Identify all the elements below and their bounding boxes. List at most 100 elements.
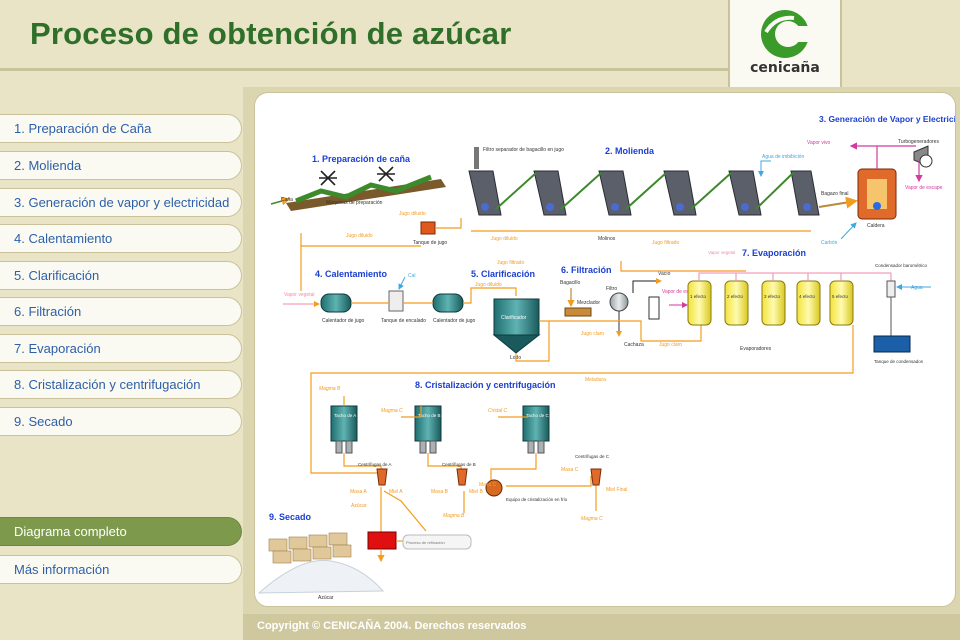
secadora-icon (367, 531, 397, 550)
label-jugo-diluido-top: Jugo diluido (399, 211, 426, 217)
sidebar (0, 88, 250, 640)
label-efecto-1: 1 efecto (690, 294, 707, 299)
label-cachaza: Cachaza (624, 342, 644, 348)
sidebar-item-cristalizacion[interactable]: 8. Cristalización y centrifugación (0, 370, 242, 399)
filtro-drum-icon (609, 292, 629, 312)
mill-tandem (468, 170, 820, 216)
diagrama-completo-label: Diagrama completo (14, 524, 127, 539)
label-vacio: Vacío (658, 271, 671, 277)
sidebar-item-label: 6. Filtración (14, 304, 82, 319)
sidebar-item-preparacion[interactable]: 1. Preparación de Caña (0, 114, 242, 143)
label-vapor-escape: Vapor de escape (905, 185, 943, 191)
label-bagacillo: Bagacillo (560, 280, 581, 286)
section-7-title: 7. Evaporación (742, 248, 806, 258)
header-divider (0, 68, 730, 71)
calentador-2-icon (432, 293, 464, 313)
sidebar-item-calentamiento[interactable]: 4. Calentamiento (0, 224, 242, 253)
label-masa-b: Masa B (431, 489, 449, 495)
label-filtro-separador: Filtro separador de bagacillo en jugo (483, 147, 564, 153)
mezclador-icon (564, 307, 592, 317)
vacuum-tank-icon (648, 296, 660, 320)
label-vapor-vegetal-top: Vapor vegetal (708, 250, 735, 255)
sidebar-item-evaporacion[interactable]: 7. Evaporación (0, 334, 242, 363)
sidebar-item-label: 1. Preparación de Caña (14, 121, 152, 136)
label-cristal-c: Cristal C (488, 408, 508, 414)
centrifuga-b-icon (456, 468, 468, 486)
mas-informacion-button[interactable]: Más información (0, 555, 242, 584)
cane-conveyor (286, 166, 446, 211)
label-calentador-1: Calentador de jugo (322, 318, 364, 324)
cristalizador-icon (485, 479, 503, 497)
sidebar-item-label: 3. Generación de vapor y electricidad (14, 195, 230, 210)
label-bagazo-final: Bagazo final (821, 191, 849, 197)
section-9-title: 9. Secado (269, 512, 312, 522)
label-azucar-product: Azúcar (318, 595, 334, 601)
label-tanque-jugo: Tanque de jugo (413, 240, 447, 246)
filtro-separador-icon (474, 147, 479, 169)
label-jugo-diluido-heat: Jugo diluido (475, 282, 502, 288)
label-jugo-diluido-left: Jugo diluido (346, 233, 373, 239)
sugar-bags-icon (257, 532, 385, 594)
sidebar-item-generacion[interactable]: 3. Generación de vapor y electricidad (0, 188, 242, 217)
label-efecto-3: 3 efecto (764, 294, 781, 299)
label-azucar-flow: Azúcar (351, 503, 367, 509)
tacho-b-icon (414, 405, 442, 442)
caldera-icon (857, 168, 897, 220)
diagrama-completo-button[interactable]: Diagrama completo (0, 517, 242, 546)
sidebar-item-label: 8. Cristalización y centrifugación (14, 377, 201, 392)
footer: Copyright © CENICAÑA 2004. Derechos rese… (243, 614, 960, 640)
sidebar-item-clarificacion[interactable]: 5. Clarificación (0, 261, 242, 290)
sidebar-item-secado[interactable]: 9. Secado (0, 407, 242, 436)
label-tacho-b: Tacho de B (418, 413, 441, 418)
section-2-title: 2. Molienda (605, 146, 655, 156)
page-title: Proceso de obtención de azúcar (30, 16, 512, 51)
sidebar-item-molienda[interactable]: 2. Molienda (0, 151, 242, 180)
label-maquinas: Máquinas de preparación (326, 200, 383, 206)
label-miel-a: Miel A (389, 489, 403, 495)
section-4-title: 4. Calentamiento (315, 269, 388, 279)
label-centrifugas-c: Centrífugas de C (575, 454, 610, 459)
label-meladura: Meladura (585, 377, 606, 383)
logo-text: cenicaña (750, 60, 820, 76)
sidebar-item-filtracion[interactable]: 6. Filtración (0, 297, 242, 326)
section-1-title: 1. Preparación de caña (312, 154, 411, 164)
label-jugo-filtrado-1: Jugo filtrado (497, 260, 524, 266)
label-turbogeneradores: Turbogeneradores (898, 139, 939, 145)
sidebar-item-label: 9. Secado (14, 414, 73, 429)
label-vapor-vivo: Vapor vivo (807, 140, 830, 146)
calentador-1-icon (320, 293, 352, 313)
label-evaporadores: Evaporadores (740, 346, 772, 352)
label-magma-c-top: Magma C (381, 408, 403, 414)
sidebar-item-label: 7. Evaporación (14, 341, 101, 356)
label-jugo-claro-2: Jugo claro (659, 342, 682, 348)
refinacion-note (402, 534, 472, 550)
label-masa-a: Masa A (350, 489, 367, 495)
label-masa-c: Masa C (479, 482, 497, 488)
clarificador-icon (492, 298, 541, 354)
generator-icon (919, 154, 933, 168)
label-mezclador: Mezclador (577, 300, 600, 306)
label-condensador: Condensador barométrico (875, 263, 928, 268)
centrifuga-c-icon (590, 468, 602, 486)
label-molinos: Molinos (598, 236, 616, 242)
evaporador-1-icon (687, 280, 712, 326)
evaporador-3-icon (761, 280, 786, 326)
mas-informacion-label: Más información (14, 562, 110, 577)
evaporador-5-icon (829, 280, 854, 326)
label-masa-c-right: Masa C (561, 467, 579, 473)
label-jugo-claro-1: Jugo claro (581, 331, 604, 337)
label-magma-c-bottom: Magma C (581, 516, 603, 522)
evaporador-2-icon (724, 280, 749, 326)
label-efecto-5: 5 efecto (832, 294, 849, 299)
label-jugo-filtrado-2: Jugo filtrado (652, 240, 679, 246)
cenicana-logo-icon (761, 10, 818, 58)
label-efecto-2: 2 efecto (727, 294, 744, 299)
tanque-condensados-icon (873, 335, 911, 353)
label-vapor-vegetal-left: Vapor vegetal (284, 292, 314, 298)
label-miel-b: Miel B (469, 489, 484, 495)
label-filtro: Filtro (606, 286, 617, 292)
label-centrifugas-a: Centrífugas de A (358, 462, 392, 467)
process-diagram-panel: 1. Preparación de caña 2. Molienda 3. Ge… (254, 92, 956, 607)
label-tanque-encalado: Tanque de encalado (381, 318, 426, 324)
label-proceso-refinacion: Proceso de refinación (406, 540, 445, 545)
